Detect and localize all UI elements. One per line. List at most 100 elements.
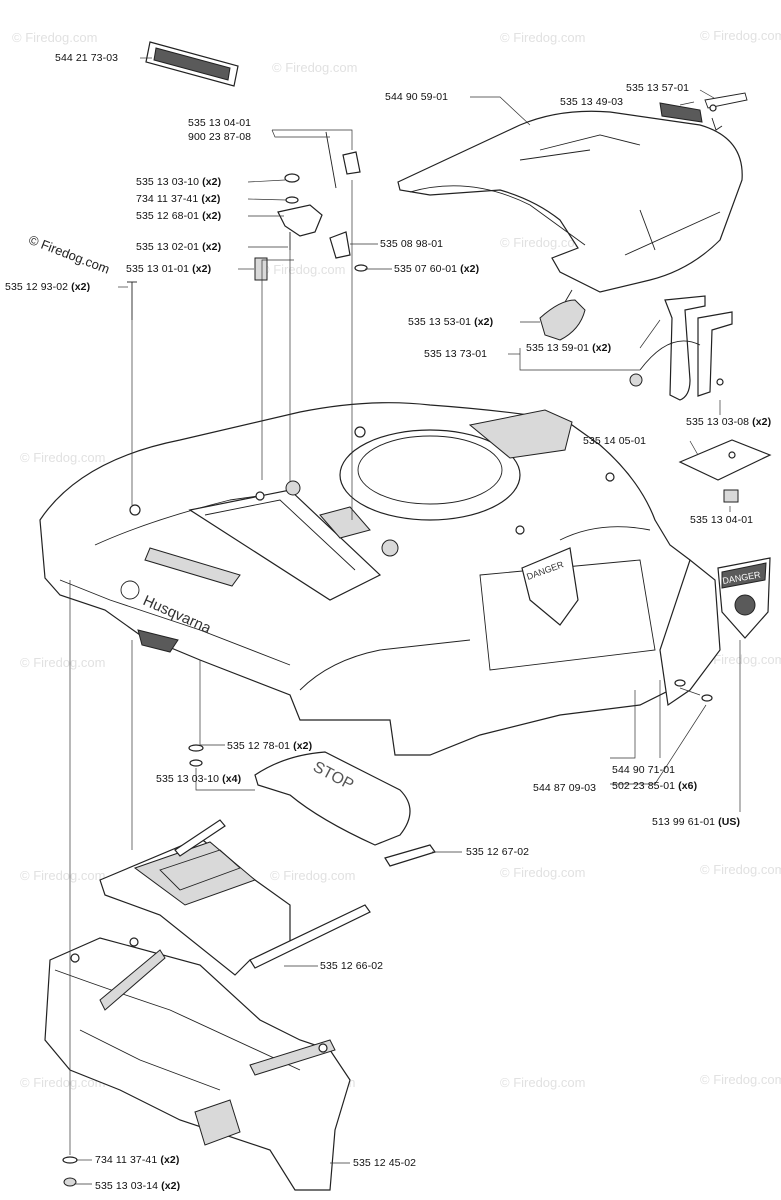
part-number: 535 13 01-01: [126, 263, 190, 275]
part-label: 544 90 71-01: [612, 764, 675, 776]
part-number: 513 99 61-01: [652, 816, 716, 828]
part-label: 535 07 60-01 (x2): [394, 263, 479, 275]
part-label: 535 12 78-01 (x2): [227, 740, 312, 752]
sensor-plate-part: [678, 439, 772, 503]
part-label: 544 87 09-03: [533, 782, 596, 794]
part-number: 535 13 03-14: [95, 1180, 159, 1192]
part-label: 544 21 73-03: [55, 52, 118, 64]
part-label: 535 13 03-08 (x2): [686, 416, 771, 428]
part-label: 535 13 57-01: [626, 82, 689, 94]
front-bumper-part: [44, 937, 351, 1191]
part-number: 535 12 67-02: [466, 846, 530, 858]
display-panel-part: [99, 819, 371, 976]
watermark: © Firedog.com: [260, 262, 346, 277]
part-label: 535 13 73-01: [424, 348, 487, 360]
watermark: © Firedog.com: [500, 865, 586, 880]
leader-lines: [69, 57, 741, 1185]
part-label: 734 11 37-41 (x2): [136, 193, 220, 205]
stop-button-part: [188, 744, 436, 867]
part-quantity: (x2): [202, 176, 222, 188]
part-number: 535 13 03-10: [136, 176, 200, 188]
part-number: 900 23 87-08: [188, 131, 252, 143]
part-number: 535 13 03-10: [156, 773, 220, 785]
part-label: 535 12 93-02 (x2): [5, 281, 90, 293]
part-number: 544 90 59-01: [385, 91, 449, 103]
part-label: 535 13 01-01 (x2): [126, 263, 211, 275]
part-number: 544 90 71-01: [612, 764, 676, 776]
part-quantity: (x2): [160, 1154, 180, 1166]
part-quantity: (x6): [678, 780, 698, 792]
part-number: 535 12 45-02: [353, 1157, 417, 1169]
part-label: 535 13 03-14 (x2): [95, 1180, 180, 1192]
watermark: © Firedog.com: [20, 450, 106, 465]
part-number: 535 13 57-01: [626, 82, 690, 94]
part-label: 535 13 49-03: [560, 96, 623, 108]
part-number: 535 12 66-02: [320, 960, 384, 972]
watermark: © Firedog.com: [700, 652, 781, 667]
part-label: 535 13 53-01 (x2): [408, 316, 493, 328]
clip-part: [659, 92, 748, 131]
part-number: 535 12 68-01: [136, 210, 200, 222]
part-label: 513 99 61-01 (US): [652, 816, 740, 828]
part-number: 535 14 05-01: [583, 435, 647, 447]
watermark: © Firedog.com: [20, 655, 106, 670]
part-label: 544 90 59-01: [385, 91, 448, 103]
part-number: 535 13 49-03: [560, 96, 624, 108]
part-number: 535 13 03-08: [686, 416, 750, 428]
part-number: 535 13 59-01: [526, 342, 590, 354]
part-label: 900 23 87-08: [188, 131, 251, 143]
part-label: 535 13 02-01 (x2): [136, 241, 221, 253]
part-label: 535 12 66-02: [320, 960, 383, 972]
watermark: © Firedog.com: [500, 235, 586, 250]
watermark: © Firedog.com: [272, 60, 358, 75]
part-label: 535 13 04-01: [188, 117, 251, 129]
danger-decal-part: [717, 557, 771, 639]
sensor-bracket-part: [629, 295, 733, 401]
decal-part: [145, 41, 239, 87]
part-quantity: (x2): [202, 210, 222, 222]
part-label: 734 11 37-41 (x2): [95, 1154, 179, 1166]
part-label: 535 08 98-01: [380, 238, 443, 250]
part-label: 535 14 05-01: [583, 435, 646, 447]
part-number: 535 08 98-01: [380, 238, 444, 250]
part-number: 734 11 37-41: [95, 1154, 158, 1166]
watermark: © Firedog.com: [270, 868, 356, 883]
part-label: 535 13 03-10 (x4): [156, 773, 241, 785]
part-number: 535 12 93-02: [5, 281, 69, 293]
part-quantity: (x2): [192, 263, 212, 275]
watermark: © Firedog.com: [500, 1075, 586, 1090]
part-number: 535 07 60-01: [394, 263, 458, 275]
part-label: 502 23 85-01 (x6): [612, 780, 697, 792]
watermark: © Firedog.com: [500, 30, 586, 45]
part-number: 535 13 04-01: [690, 514, 754, 526]
fastener-stack: [127, 131, 368, 320]
part-quantity: (x4): [222, 773, 242, 785]
part-quantity: (x2): [460, 263, 480, 275]
part-number: 535 13 53-01: [408, 316, 472, 328]
part-number: 734 11 37-41: [136, 193, 199, 205]
part-quantity: (x2): [71, 281, 91, 293]
part-label: 535 12 45-02: [353, 1157, 416, 1169]
part-number: 535 12 78-01: [227, 740, 291, 752]
watermark: © Firedog.com: [700, 862, 781, 877]
part-number: 535 13 02-01: [136, 241, 200, 253]
watermark: © Firedog.com: [700, 28, 781, 43]
part-label: 535 13 04-01: [690, 514, 753, 526]
part-number: 544 21 73-03: [55, 52, 119, 64]
watermark: © Firedog.com: [20, 1075, 106, 1090]
watermark: © Firedog.com: [700, 1072, 781, 1087]
watermark: © Firedog.com: [20, 868, 106, 883]
part-number: 535 13 04-01: [188, 117, 252, 129]
part-quantity: (x2): [202, 241, 222, 253]
part-quantity: (x2): [293, 740, 313, 752]
part-quantity: (x2): [161, 1180, 181, 1192]
part-quantity: (x2): [752, 416, 772, 428]
part-quantity: (US): [718, 816, 741, 828]
part-number: 535 13 73-01: [424, 348, 488, 360]
part-label: 535 12 68-01 (x2): [136, 210, 221, 222]
part-quantity: (x2): [474, 316, 494, 328]
main-body-part: [39, 402, 721, 756]
latch-part: [539, 289, 586, 341]
